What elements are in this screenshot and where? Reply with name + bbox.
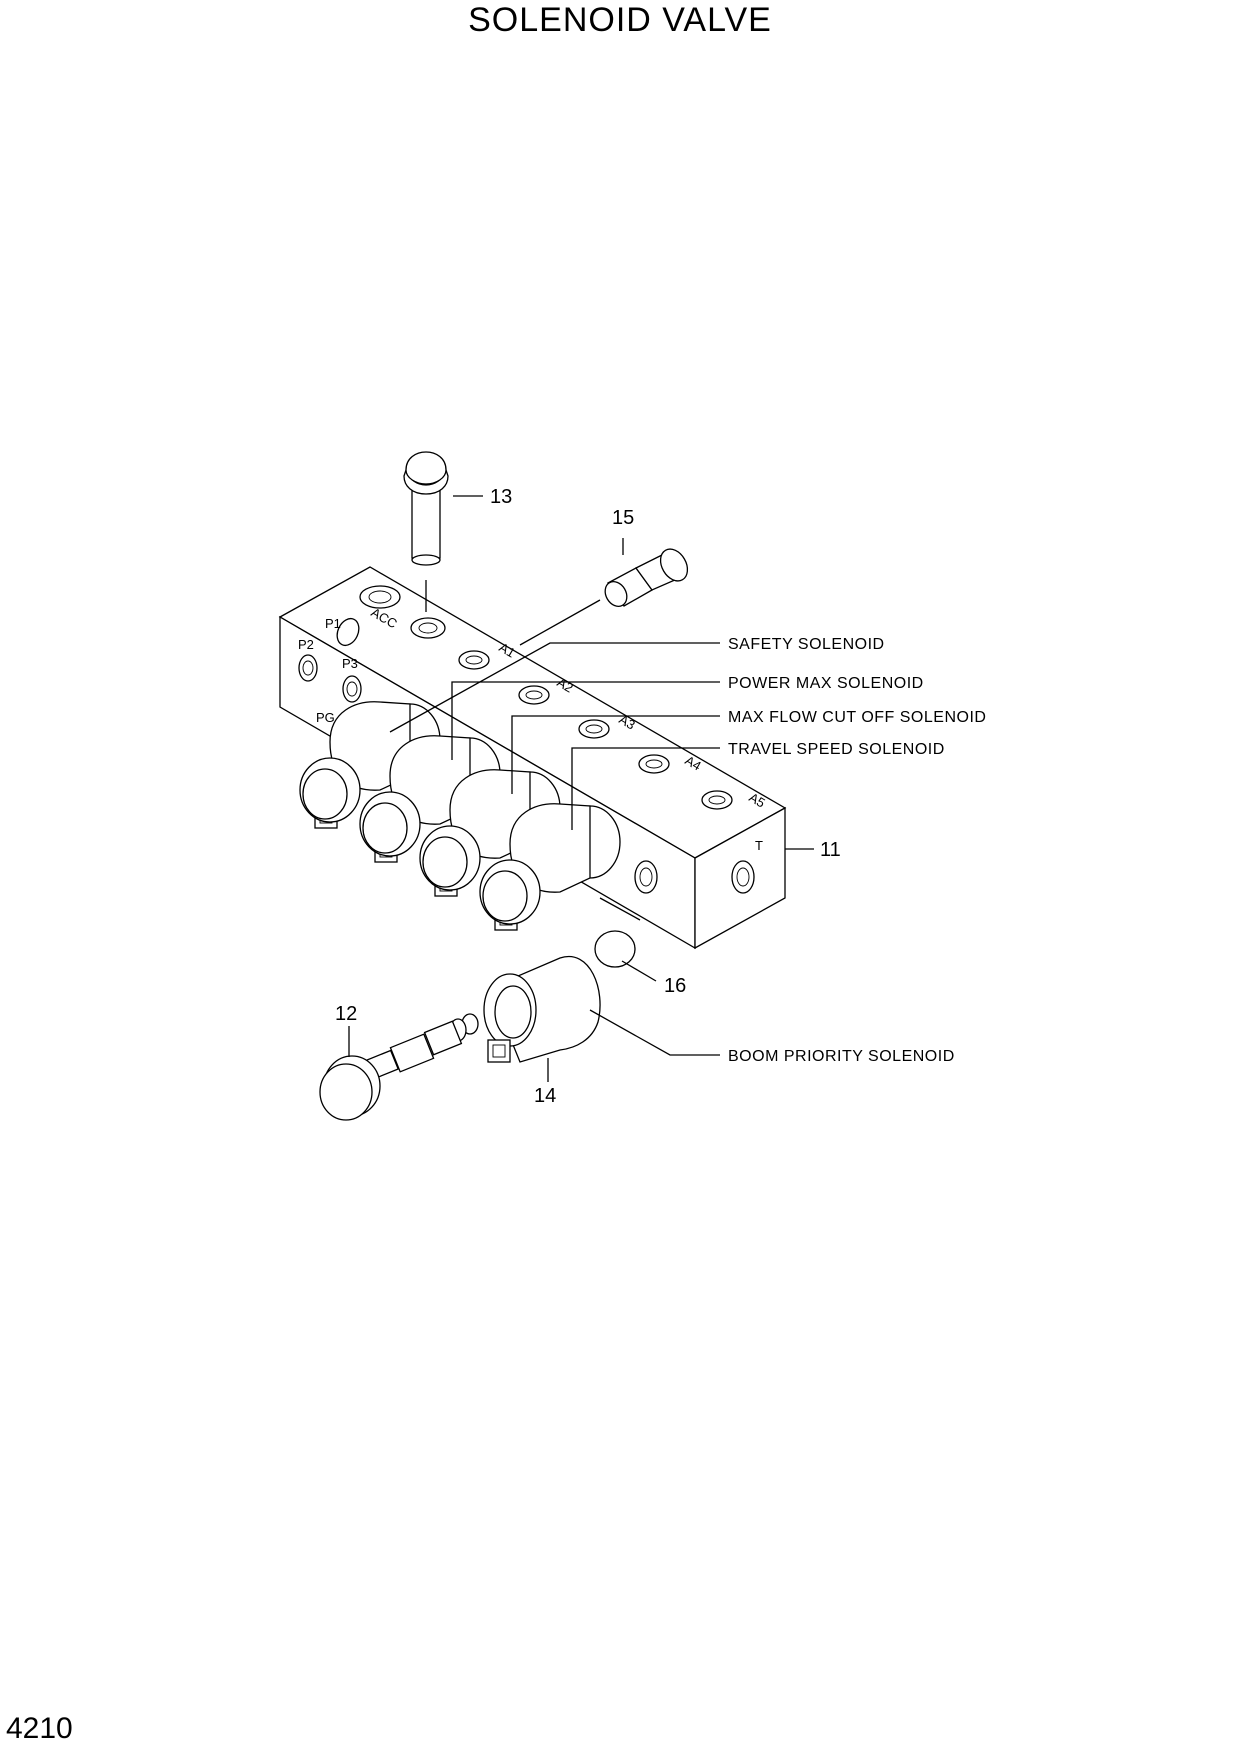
- solenoid-travel-speed: [479, 803, 621, 931]
- o-ring-16: [594, 930, 636, 968]
- port-p1: P1: [325, 616, 341, 631]
- page-title: SOLENOID VALVE: [468, 1, 772, 39]
- port-pg: PG: [316, 710, 335, 725]
- port-p3: P3: [342, 656, 358, 671]
- label-boom-priority-solenoid: BOOM PRIORITY SOLENOID: [728, 1048, 955, 1065]
- callout-16: 16: [664, 975, 686, 997]
- coil-14: [483, 955, 601, 1063]
- callout-15: 15: [612, 507, 634, 529]
- bolt-13: [403, 451, 449, 612]
- callout-12: 12: [335, 1003, 357, 1025]
- leader-lines: [348, 495, 814, 1082]
- port-a4: A4: [683, 753, 704, 774]
- port-a3: A3: [617, 712, 638, 733]
- label-power-max-solenoid: POWER MAX SOLENOID: [728, 675, 924, 692]
- port-a1: A1: [497, 640, 518, 661]
- fitting-15: [604, 548, 689, 607]
- top-ports: [359, 585, 733, 810]
- callout-11: 11: [820, 839, 841, 861]
- callout-13: 13: [490, 486, 512, 508]
- port-p2: P2: [298, 637, 314, 652]
- port-a5: A5: [747, 790, 768, 811]
- port-a2: A2: [555, 675, 576, 696]
- page-number: 4210: [6, 1712, 73, 1745]
- label-safety-solenoid: SAFETY SOLENOID: [728, 636, 885, 653]
- solenoid-safety: [299, 701, 441, 829]
- label-max-flow-cut-off-solenoid: MAX FLOW CUT OFF SOLENOID: [728, 709, 986, 726]
- callout-14: 14: [534, 1085, 556, 1107]
- cartridge-12: [319, 1013, 479, 1121]
- port-t: T: [755, 838, 763, 853]
- label-travel-speed-solenoid: TRAVEL SPEED SOLENOID: [728, 741, 945, 758]
